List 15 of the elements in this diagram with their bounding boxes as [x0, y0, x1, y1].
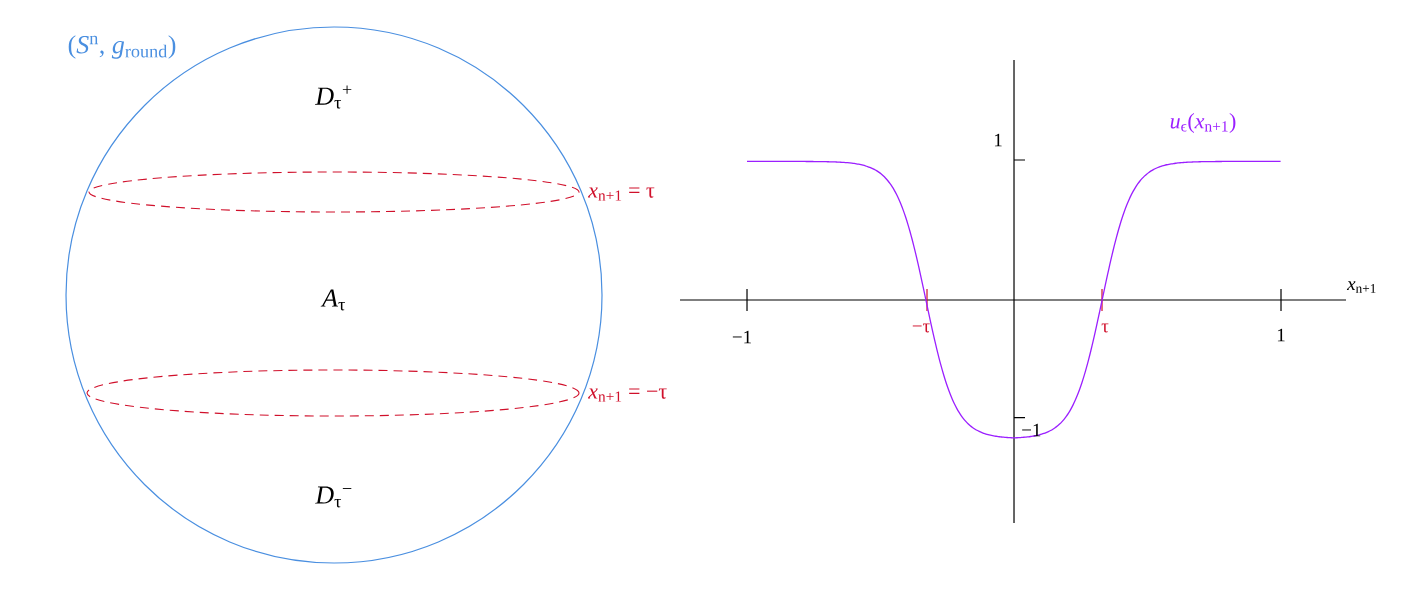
tick-label: −1	[1022, 423, 1041, 437]
tick-label: −τ	[912, 323, 930, 333]
equation-label: x$_{n+1}$ = τ	[587, 187, 655, 201]
tick-label: −1	[732, 330, 751, 344]
tick-label: τ	[1101, 323, 1109, 333]
dashed-ellipse	[88, 171, 580, 213]
region-label: D$_{τ}$+	[315, 85, 352, 109]
tick-label: 1	[994, 133, 1002, 147]
equation-label: x$_{n+1}$ = −τ	[587, 388, 667, 402]
tick-label: 1	[1277, 328, 1285, 342]
region-label: A$_{τ}$	[320, 289, 345, 311]
axis-label: x$_{n+1}$	[1346, 281, 1376, 293]
region-label: D$_{τ}$−	[315, 486, 352, 508]
curve-label: u$_{ϵ}$(x$_{n+1}$)	[1170, 113, 1236, 133]
dashed-ellipse	[86, 369, 580, 417]
